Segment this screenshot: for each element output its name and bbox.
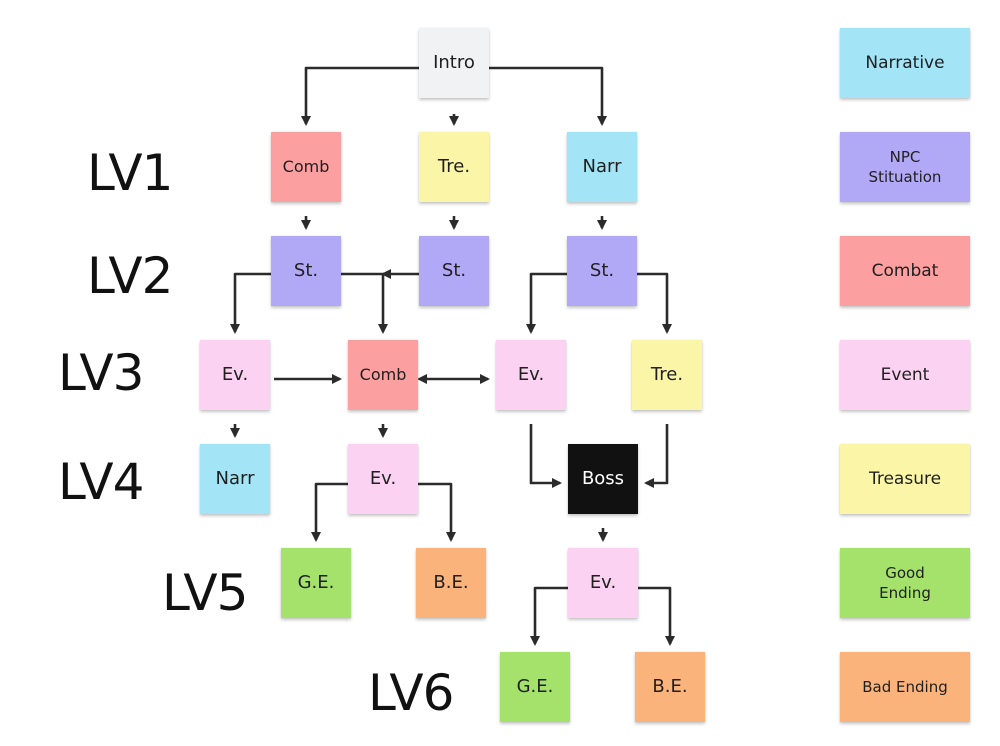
arrow-lv2-st-right-to-lv3-ev-right [526,272,567,334]
legend-bad-ending: Bad Ending [840,652,970,722]
level-label-lv1: LV1 [87,144,173,202]
arrow-lv3-ev-right-to-lv4-boss [529,424,562,488]
node-lv3-event-left[interactable]: Ev. [200,340,270,410]
arrow-lv5-ev-to-lv6-ge [530,586,568,646]
node-lv5-good-ending[interactable]: G.E. [281,548,351,618]
node-lv3-event-right[interactable]: Ev. [496,340,566,410]
arrow-intro-to-lv1-comb [301,66,419,126]
node-lv4-boss[interactable]: Boss [568,444,638,514]
legend-event: Event [840,340,970,410]
arrow-lv4-ev-to-lv5-be [418,482,456,542]
level-label-lv5: LV5 [162,564,248,622]
arrow-lv3-tre-to-lv4-boss [644,424,669,488]
node-lv6-bad-ending[interactable]: B.E. [635,652,705,722]
arrow-lv4-ev-to-lv5-ge [311,482,348,542]
node-lv6-good-ending[interactable]: G.E. [500,652,570,722]
arrow-lv5-ev-to-lv6-be [638,586,675,646]
node-lv1-combat[interactable]: Comb [271,132,341,202]
arrow-lv2-st-right-to-lv3-tre [637,272,672,334]
arrow-intro-to-lv1-narr [489,66,607,126]
node-lv4-event[interactable]: Ev. [348,444,418,514]
node-lv5-event[interactable]: Ev. [568,548,638,618]
legend-npc-situation: NPC Stituation [840,132,970,202]
node-lv1-treasure[interactable]: Tre. [419,132,489,202]
level-label-lv6: LV6 [368,664,454,722]
arrow-lv2-st-left-to-lv3-comb [341,272,388,334]
level-label-lv3: LV3 [58,344,144,402]
node-intro[interactable]: Intro [419,28,489,98]
node-lv5-bad-ending[interactable]: B.E. [416,548,486,618]
legend-good-ending: Good Ending [840,548,970,618]
arrow-lv2-st-left-to-lv3-ev-left [230,272,271,334]
legend-narrative: Narrative [840,28,970,98]
level-label-lv2: LV2 [87,247,173,305]
node-lv3-combat[interactable]: Comb [348,340,418,410]
node-lv4-narrative[interactable]: Narr [200,444,270,514]
level-label-lv4: LV4 [58,453,144,511]
legend-combat: Combat [840,236,970,306]
legend-treasure: Treasure [840,444,970,514]
node-lv2-situation-right[interactable]: St. [567,236,637,306]
node-lv3-treasure[interactable]: Tre. [632,340,702,410]
node-lv2-situation-middle[interactable]: St. [419,236,489,306]
node-lv2-situation-left[interactable]: St. [271,236,341,306]
node-lv1-narrative[interactable]: Narr [567,132,637,202]
